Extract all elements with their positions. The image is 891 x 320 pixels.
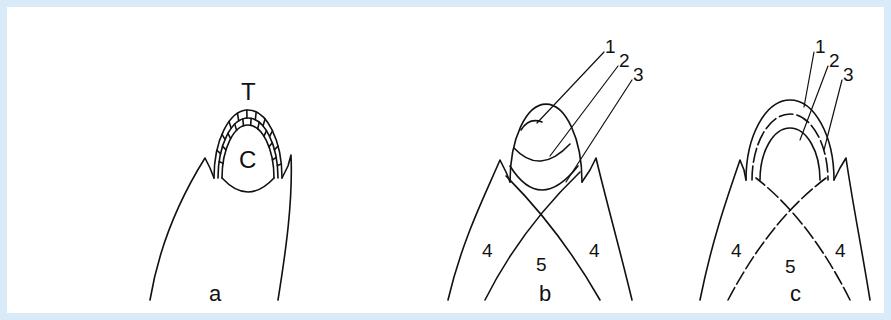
callout-number: 5 bbox=[785, 257, 796, 276]
callout-number: 3 bbox=[843, 65, 854, 84]
leader-line bbox=[537, 52, 604, 123]
cell-wall bbox=[272, 158, 276, 160]
callout-number: 2 bbox=[619, 51, 630, 70]
leader-line bbox=[550, 66, 618, 156]
apex-outline bbox=[150, 158, 214, 300]
leader-line bbox=[824, 80, 842, 150]
cell-wall bbox=[258, 122, 260, 128]
primordium-line bbox=[485, 172, 580, 300]
leader-line bbox=[566, 80, 632, 182]
cell-wall bbox=[263, 119, 265, 126]
cell-wall bbox=[277, 164, 281, 166]
cell-wall bbox=[219, 162, 223, 164]
cell-wall bbox=[228, 133, 231, 138]
primordium-line bbox=[506, 176, 600, 300]
tunica-outer bbox=[214, 110, 282, 178]
callout-number: 5 bbox=[536, 255, 547, 274]
apex-outline bbox=[582, 158, 632, 300]
cell-wall bbox=[269, 143, 272, 147]
cell-wall bbox=[223, 146, 226, 150]
zone-line bbox=[752, 114, 828, 180]
leader-line bbox=[804, 52, 814, 107]
cell-wall bbox=[270, 131, 273, 137]
cell-wall bbox=[255, 112, 258, 120]
callout-number: 1 bbox=[815, 37, 826, 56]
cell-wall bbox=[275, 146, 279, 150]
panel-letter: a bbox=[209, 283, 221, 305]
tunica-inner bbox=[222, 125, 274, 178]
zone-line bbox=[514, 144, 570, 161]
leader-line bbox=[800, 66, 828, 140]
cell-wall bbox=[242, 119, 244, 126]
tunica-middle bbox=[218, 118, 278, 178]
cell-wall bbox=[250, 118, 252, 125]
primordium-line bbox=[756, 178, 850, 300]
cell-wall bbox=[238, 113, 239, 121]
cell-wall bbox=[217, 150, 221, 153]
apex-outline bbox=[448, 160, 510, 300]
zone-line bbox=[510, 166, 578, 190]
zone-line bbox=[521, 121, 542, 130]
callout-number: 3 bbox=[633, 65, 644, 84]
cell-wall bbox=[264, 131, 267, 137]
callout-number: 4 bbox=[589, 241, 600, 260]
cell-wall bbox=[222, 134, 225, 139]
tunica-letter: T bbox=[241, 80, 256, 104]
callout-number: 4 bbox=[835, 241, 846, 260]
callout-number: 2 bbox=[829, 51, 840, 70]
apex-outline bbox=[278, 155, 291, 300]
callout-number: 4 bbox=[731, 241, 742, 260]
cell-wall bbox=[229, 122, 231, 129]
callout-number: 4 bbox=[482, 241, 493, 260]
zone-line bbox=[760, 128, 820, 180]
callout-number: 1 bbox=[605, 37, 616, 56]
cell-wall bbox=[235, 124, 237, 130]
corpus-base bbox=[222, 178, 274, 192]
panel-letter: c bbox=[790, 283, 801, 305]
apex-dome bbox=[510, 104, 582, 182]
panel-letter: b bbox=[539, 283, 551, 305]
apex-dome bbox=[746, 100, 834, 180]
corpus-letter: C bbox=[239, 148, 256, 172]
paper-ground bbox=[7, 7, 884, 313]
cell-wall bbox=[246, 110, 248, 118]
